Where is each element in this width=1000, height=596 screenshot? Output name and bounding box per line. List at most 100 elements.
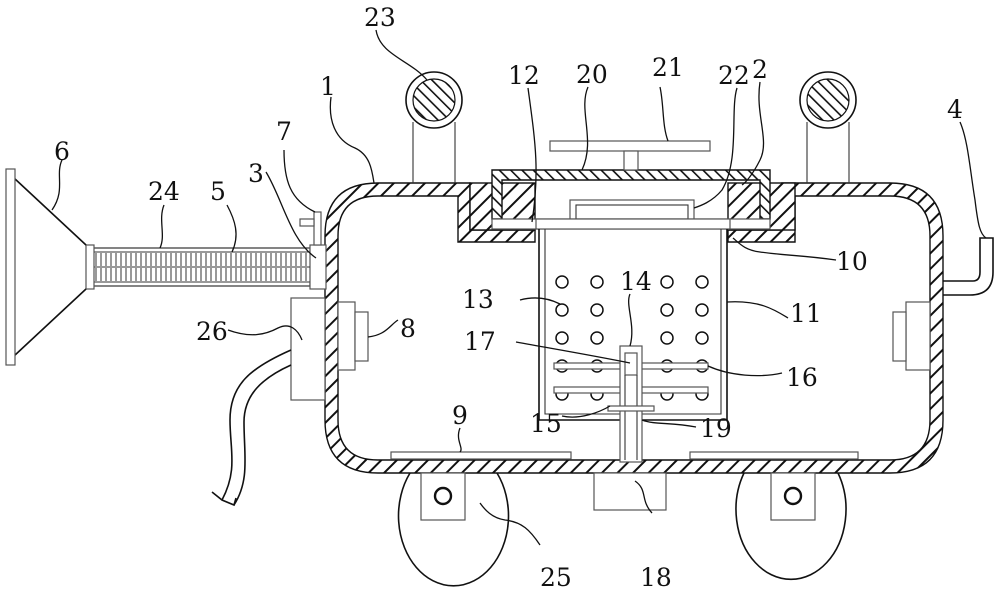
funnel-mouth <box>5 168 16 366</box>
valve <box>299 211 322 246</box>
leader-9 <box>457 427 462 453</box>
wheel-outline <box>735 472 847 581</box>
handle-post <box>623 150 639 171</box>
label-4: 4 <box>947 95 963 124</box>
label-9: 9 <box>452 401 468 430</box>
ring-core <box>806 78 850 122</box>
leader-11 <box>726 301 789 319</box>
label-18: 18 <box>640 563 672 592</box>
filter-hole <box>695 275 709 289</box>
label-3: 3 <box>248 159 264 188</box>
leader-lines <box>51 29 987 546</box>
filter-hole <box>660 275 674 289</box>
leader-12 <box>527 87 537 223</box>
axle-icon <box>433 486 453 506</box>
leader-10 <box>732 237 837 261</box>
reference-labels: 1 2 3 4 5 6 7 8 9 10 11 12 13 14 15 16 1… <box>54 3 963 592</box>
label-19: 19 <box>700 414 732 443</box>
wheel-outline <box>397 472 510 587</box>
wheel-left <box>397 472 510 587</box>
inner-spring-tube-upper <box>93 253 310 266</box>
label-24: 24 <box>148 177 180 206</box>
ring-core <box>412 78 456 122</box>
leader-15 <box>561 405 611 418</box>
label-23: 23 <box>364 3 396 32</box>
power-cable-edge-b <box>233 364 292 506</box>
outlet-pipe <box>943 237 994 296</box>
filter-hole <box>695 331 709 345</box>
basket-rim <box>535 218 731 230</box>
power-box <box>290 297 326 401</box>
leader-18 <box>634 480 653 514</box>
leader-22 <box>693 87 738 209</box>
lifting-ring-left <box>405 71 463 183</box>
filter-hole <box>555 331 569 345</box>
funnel-collar <box>85 244 95 290</box>
filter-hole <box>695 303 709 317</box>
inlet-connector <box>309 244 327 290</box>
side-bracket-left <box>337 301 369 371</box>
filter-hole <box>555 275 569 289</box>
label-20: 20 <box>576 60 608 89</box>
suction-funnel <box>5 168 95 366</box>
filter-hole <box>590 275 604 289</box>
filter-hole <box>590 331 604 345</box>
motor <box>593 472 667 511</box>
leader-24 <box>159 204 165 249</box>
label-11: 11 <box>790 299 822 328</box>
leader-16 <box>707 365 783 377</box>
leader-2 <box>741 81 765 186</box>
label-12: 12 <box>508 61 540 90</box>
inner-spring-tube-lower <box>93 268 310 281</box>
leader-17 <box>515 341 631 364</box>
hose-assembly <box>92 247 311 287</box>
label-1: 1 <box>320 72 336 101</box>
axle-icon <box>783 486 803 506</box>
label-7: 7 <box>276 117 292 146</box>
label-14: 14 <box>620 267 652 296</box>
label-5: 5 <box>210 177 226 206</box>
wheel-right <box>735 472 847 581</box>
label-10: 10 <box>836 247 868 276</box>
bearing-seat <box>607 405 655 412</box>
filter-hole <box>660 303 674 317</box>
leader-19 <box>641 419 697 428</box>
leader-4 <box>959 121 987 239</box>
leader-23 <box>375 29 428 81</box>
label-6: 6 <box>54 137 70 166</box>
shaft-coupling <box>624 352 638 376</box>
filter-hole <box>660 331 674 345</box>
label-13: 13 <box>462 285 494 314</box>
leader-25 <box>479 502 541 546</box>
stirring-shaft <box>619 345 643 463</box>
label-22: 22 <box>718 61 750 90</box>
leader-7 <box>283 149 316 213</box>
leader-21 <box>659 86 669 142</box>
leader-14 <box>628 293 633 347</box>
leader-26 <box>227 325 303 341</box>
label-26: 26 <box>196 317 228 346</box>
label-15: 15 <box>530 409 562 438</box>
seal-pad <box>569 199 695 220</box>
label-17: 17 <box>464 327 496 356</box>
leader-3 <box>265 171 317 259</box>
leader-6 <box>51 159 63 211</box>
handle-bar <box>549 140 711 152</box>
label-16: 16 <box>786 363 818 392</box>
bottom-plate-right <box>689 451 859 460</box>
power-cable-end <box>211 491 237 507</box>
leader-1 <box>329 96 375 184</box>
handle <box>549 140 711 171</box>
label-25: 25 <box>540 563 572 592</box>
lifting-ring-right <box>799 71 857 183</box>
leader-5 <box>226 204 237 253</box>
leader-8 <box>367 319 399 338</box>
label-2: 2 <box>752 55 768 84</box>
label-21: 21 <box>652 53 684 82</box>
leader-13 <box>519 297 561 305</box>
filter-hole <box>555 303 569 317</box>
label-8: 8 <box>400 314 416 343</box>
side-bracket-right <box>892 301 931 371</box>
filter-hole <box>590 303 604 317</box>
